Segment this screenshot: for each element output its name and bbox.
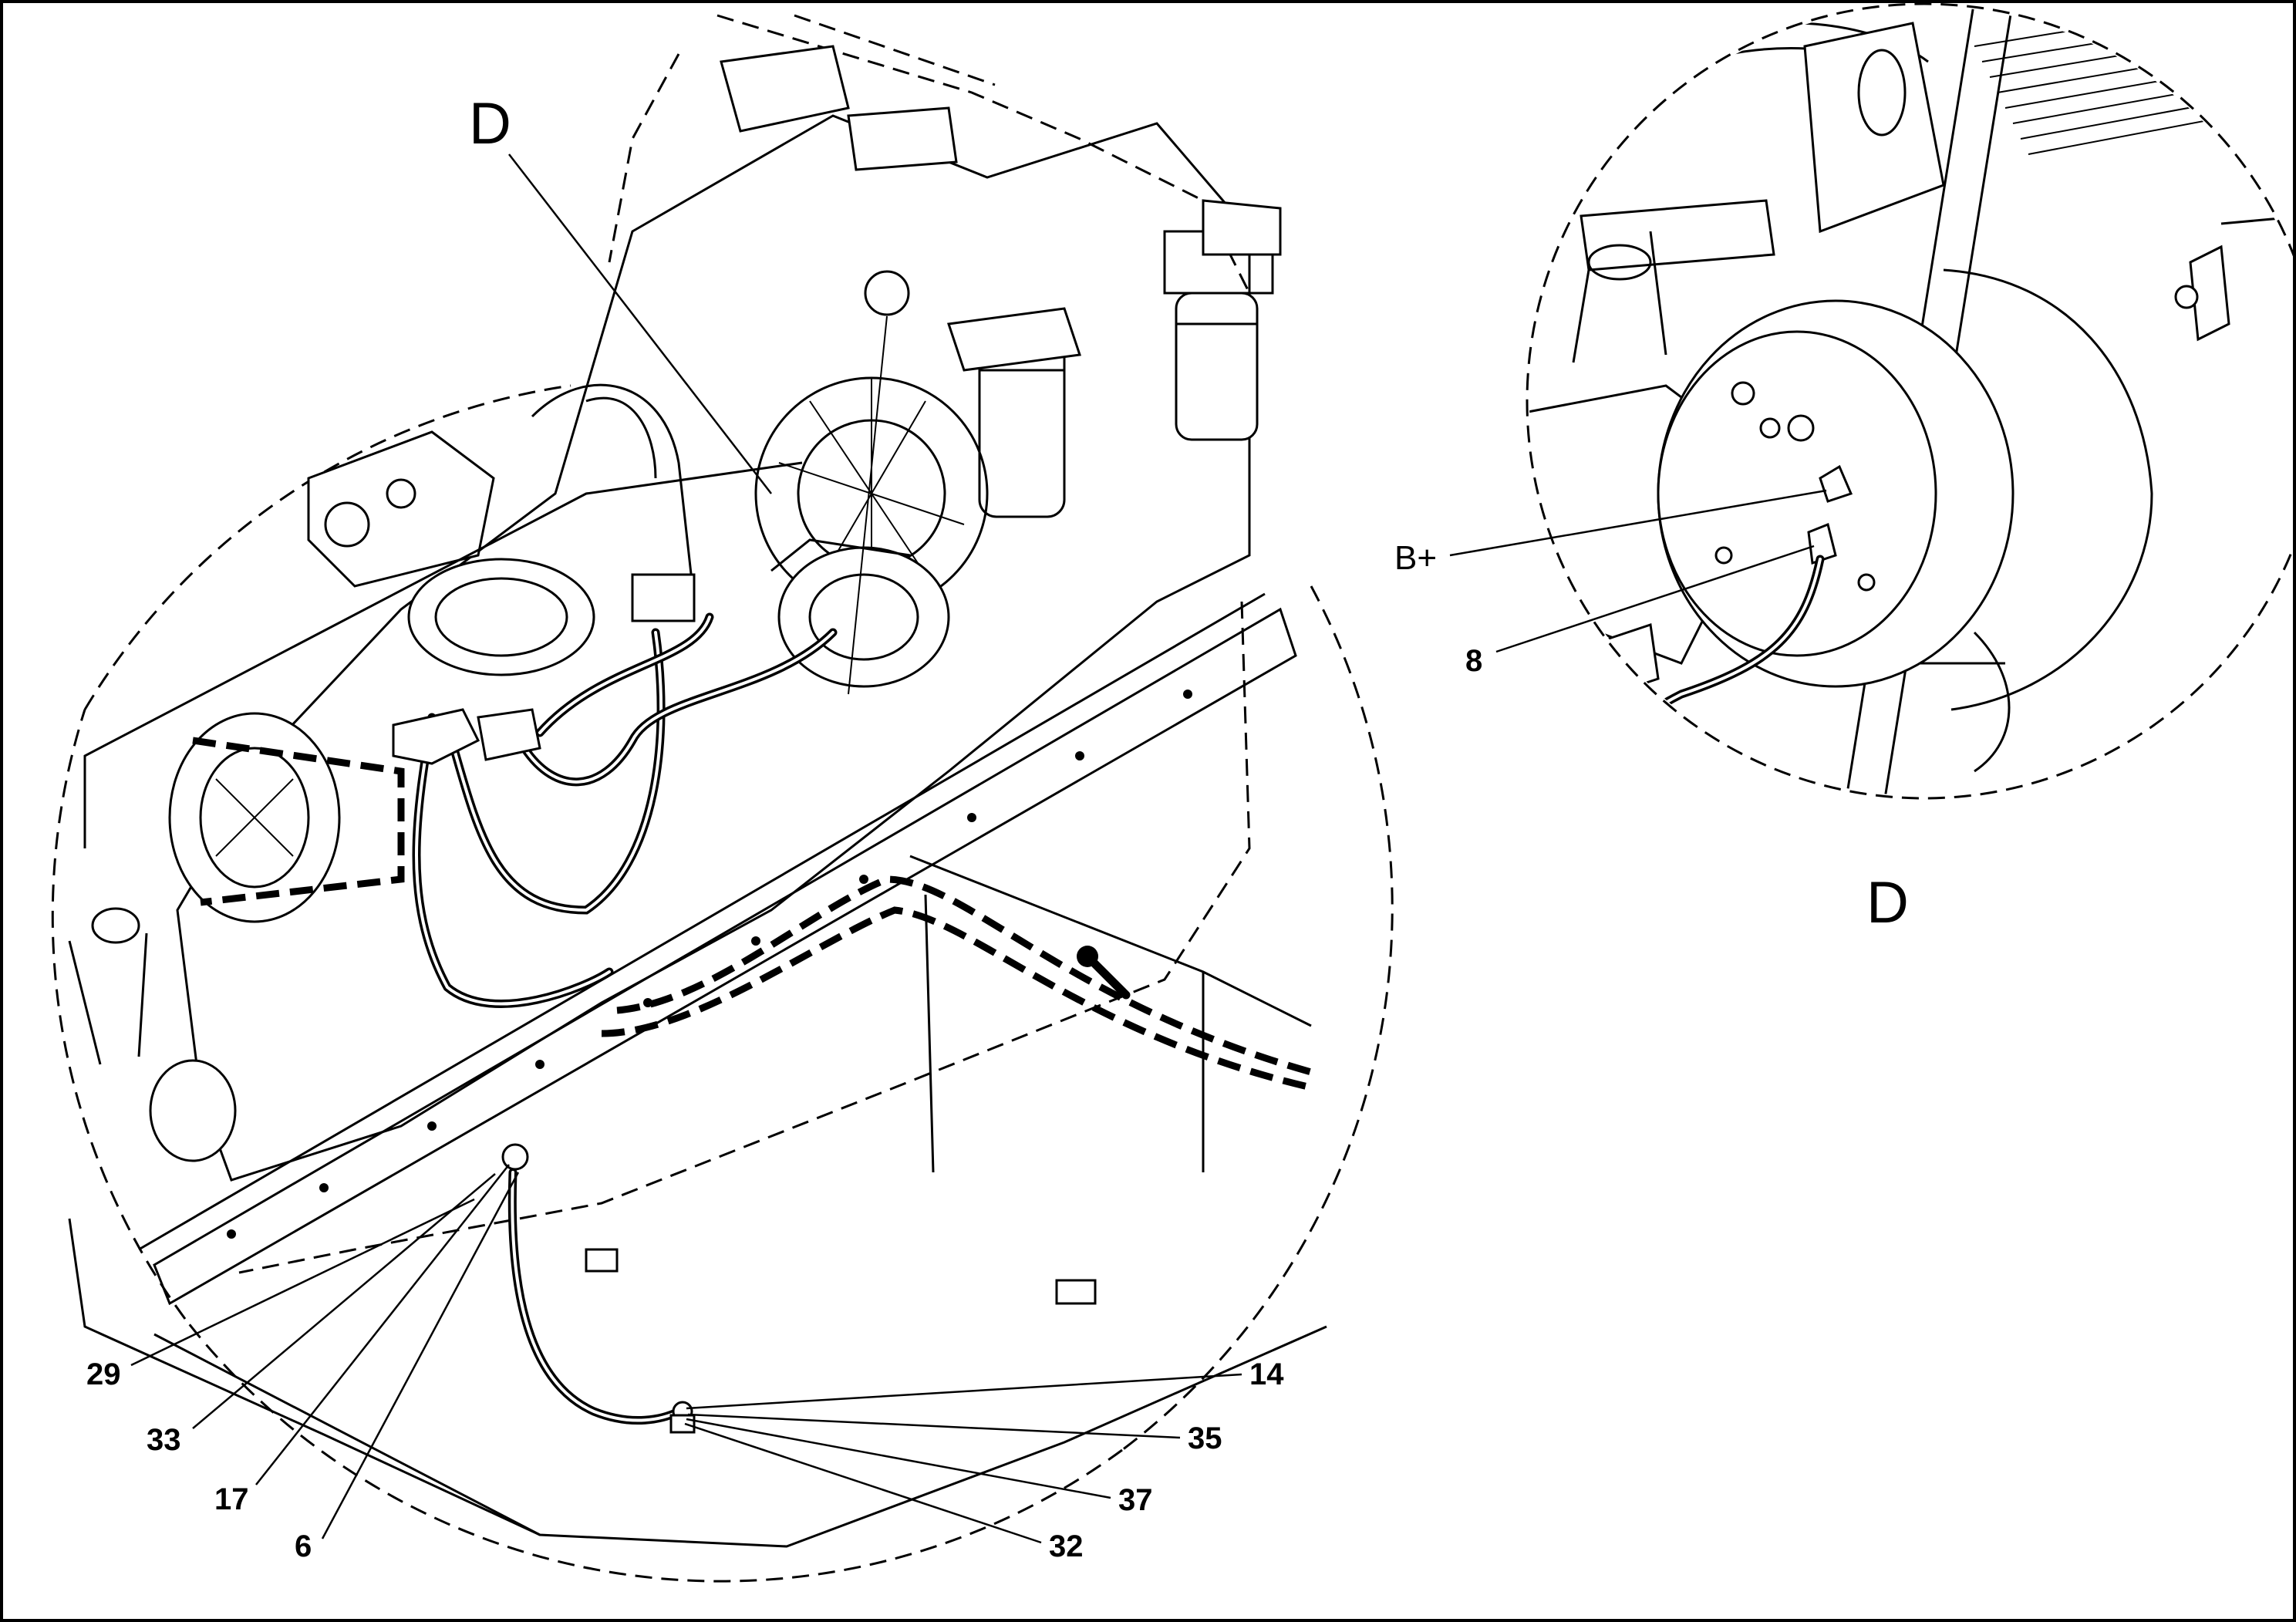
engine-block-outline <box>176 114 1251 1182</box>
detail-view-letter: D <box>1866 870 1909 936</box>
alternator <box>168 712 405 923</box>
detail-view-d <box>1526 2 2296 800</box>
callout-35-label: 35 <box>1188 1421 1222 1455</box>
callout-b-plus: B+ <box>1394 489 1827 577</box>
main-view-dashed-outline <box>51 384 1394 1583</box>
ring-lug <box>1807 522 1837 565</box>
detail-dashed-circle <box>1526 2 2296 800</box>
harness-connector <box>392 708 541 765</box>
wiring-harness-route-2 <box>601 906 1313 1091</box>
callout-6: 6 <box>295 1172 520 1563</box>
callout-29: 29 <box>86 1198 475 1391</box>
callout-32-label: 32 <box>1049 1529 1084 1563</box>
callout-14: 14 <box>686 1357 1284 1410</box>
detail-bolt-right <box>2174 285 2199 309</box>
oil-cap <box>864 270 910 316</box>
callout-b-plus-label: B+ <box>1394 539 1437 577</box>
callout-14-label: 14 <box>1249 1357 1284 1391</box>
chassis-frame-rails <box>68 461 1327 1548</box>
lower-frame-dashed <box>238 601 1251 1274</box>
detail-right-bracket <box>2189 214 2296 342</box>
main-view-letter: D <box>469 91 511 157</box>
callout-35: 35 <box>687 1413 1222 1455</box>
engine-wiring <box>412 612 838 1009</box>
callout-29-label: 29 <box>86 1357 121 1391</box>
radiator-fins <box>1974 6 2296 155</box>
detail-engine-mount <box>1572 199 1775 363</box>
wiring-harness-route <box>616 875 1313 1076</box>
callout-6-label: 6 <box>295 1529 312 1563</box>
idler-pulley <box>68 907 237 1162</box>
mounting-brackets <box>720 45 1282 372</box>
terminal-stud-2 <box>1759 417 1781 439</box>
callout-17-label: 17 <box>214 1482 249 1516</box>
callout-37-label: 37 <box>1118 1483 1153 1517</box>
detail-pulley <box>1920 631 2011 773</box>
terminal-stud-5 <box>1857 573 1876 592</box>
callout-8: 8 <box>1465 545 1815 678</box>
mount-pad-2 <box>1055 1279 1097 1305</box>
callout-8-label: 8 <box>1465 644 1482 678</box>
main-view-letter-leader <box>508 153 772 494</box>
ground-cable <box>501 1143 696 1434</box>
callout-33-label: 33 <box>147 1423 181 1457</box>
detail-port <box>1587 244 1652 281</box>
detail-alternator-rear <box>1943 268 2153 711</box>
terminal-stud-1 <box>1731 381 1755 406</box>
dipstick <box>848 315 888 695</box>
ground-stud <box>1077 946 1131 1000</box>
callout-32: 32 <box>684 1422 1084 1563</box>
b-plus-terminal <box>1819 464 1853 503</box>
mount-pad <box>585 1248 619 1273</box>
terminal-stud-4 <box>1714 546 1733 565</box>
air-intake-ring <box>407 558 595 676</box>
callout-33: 33 <box>147 1173 496 1457</box>
frame-holes <box>227 690 1192 1239</box>
lifting-eye <box>1857 49 1907 137</box>
callout-37: 37 <box>686 1418 1153 1517</box>
turbocharger <box>307 430 495 588</box>
detail-alternator-face <box>1657 330 1937 657</box>
relay-box <box>631 573 696 622</box>
lifting-bracket <box>1803 22 1945 234</box>
fuel-filter <box>1163 230 1274 441</box>
starter-motor <box>770 538 950 688</box>
callout-17: 17 <box>214 1164 510 1516</box>
terminal-stud-3 <box>1787 414 1815 442</box>
main-engine-view <box>51 14 1394 1583</box>
intake-pipe <box>531 383 696 602</box>
